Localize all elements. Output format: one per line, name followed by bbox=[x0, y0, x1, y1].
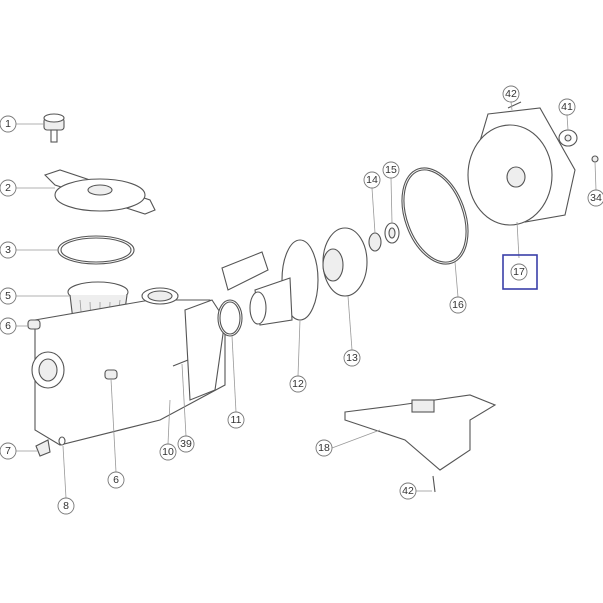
svg-text:12: 12 bbox=[292, 378, 304, 390]
svg-text:41: 41 bbox=[561, 101, 573, 113]
part-oring-11 bbox=[217, 299, 243, 337]
callout-11: 11 bbox=[227, 411, 245, 429]
part-seal-plate-17 bbox=[467, 107, 576, 226]
leader-lines bbox=[16, 101, 597, 499]
svg-text:42: 42 bbox=[505, 88, 517, 100]
highlight-box bbox=[502, 254, 538, 290]
svg-text:16: 16 bbox=[452, 299, 464, 311]
callout-15: 15 bbox=[382, 161, 400, 179]
svg-text:6: 6 bbox=[113, 474, 119, 486]
callout-6-left: 6 bbox=[0, 317, 17, 335]
svg-text:5: 5 bbox=[5, 290, 11, 302]
callout-18: 18 bbox=[315, 439, 333, 457]
svg-text:39: 39 bbox=[180, 438, 192, 450]
callout-12: 12 bbox=[289, 375, 307, 393]
callout-10: 10 bbox=[159, 443, 177, 461]
part-seal-14 bbox=[368, 232, 382, 252]
callout-1: 1 bbox=[0, 115, 17, 133]
part-screw-39 bbox=[172, 359, 189, 367]
svg-text:7: 7 bbox=[5, 445, 11, 457]
callout-34: 34 bbox=[587, 189, 603, 207]
part-plugs-6 bbox=[27, 319, 118, 380]
callout-7: 7 bbox=[0, 442, 17, 460]
callout-39: 39 bbox=[177, 435, 195, 453]
svg-text:15: 15 bbox=[385, 164, 397, 176]
svg-text:13: 13 bbox=[346, 352, 358, 364]
part-oring-3 bbox=[57, 235, 135, 265]
part-oring-8 bbox=[58, 436, 66, 446]
part-drain-plug-7 bbox=[35, 439, 51, 457]
svg-text:8: 8 bbox=[63, 500, 69, 512]
svg-text:42: 42 bbox=[402, 485, 414, 497]
svg-text:1: 1 bbox=[5, 118, 11, 130]
part-washer-41 bbox=[558, 129, 578, 147]
svg-text:14: 14 bbox=[366, 174, 378, 186]
part-screw-42-bottom bbox=[432, 475, 436, 493]
callout-14: 14 bbox=[363, 171, 381, 189]
part-screw-42-top bbox=[507, 101, 522, 109]
callout-13: 13 bbox=[343, 349, 361, 367]
callout-5: 5 bbox=[0, 287, 17, 305]
part-impeller-13 bbox=[322, 227, 368, 297]
part-motor-foot-18 bbox=[344, 394, 497, 471]
part-seal-15 bbox=[384, 222, 400, 244]
callout-3: 3 bbox=[0, 241, 17, 259]
part-nut-34 bbox=[591, 155, 599, 163]
svg-text:11: 11 bbox=[231, 414, 242, 426]
callout-6-bottom: 6 bbox=[107, 471, 125, 489]
callout-16: 16 bbox=[449, 296, 467, 314]
callout-17-highlighted: 17 bbox=[502, 254, 538, 290]
svg-text:10: 10 bbox=[162, 446, 174, 458]
callout-42-top: 42 bbox=[502, 85, 520, 103]
callout-2: 2 bbox=[0, 179, 17, 197]
svg-text:18: 18 bbox=[318, 442, 330, 454]
svg-text:3: 3 bbox=[5, 244, 11, 256]
svg-text:2: 2 bbox=[5, 182, 11, 194]
callout-41: 41 bbox=[558, 98, 576, 116]
svg-text:17: 17 bbox=[513, 266, 525, 278]
part-knob bbox=[43, 113, 65, 143]
svg-text:6: 6 bbox=[5, 320, 11, 332]
callout-42-bottom: 42 bbox=[399, 482, 417, 500]
part-lid bbox=[43, 169, 156, 215]
svg-text:34: 34 bbox=[590, 192, 602, 204]
part-oring-16 bbox=[401, 167, 469, 265]
part-diffuser-12 bbox=[221, 239, 319, 326]
callout-8: 8 bbox=[57, 497, 75, 515]
part-pump-housing bbox=[31, 287, 226, 446]
